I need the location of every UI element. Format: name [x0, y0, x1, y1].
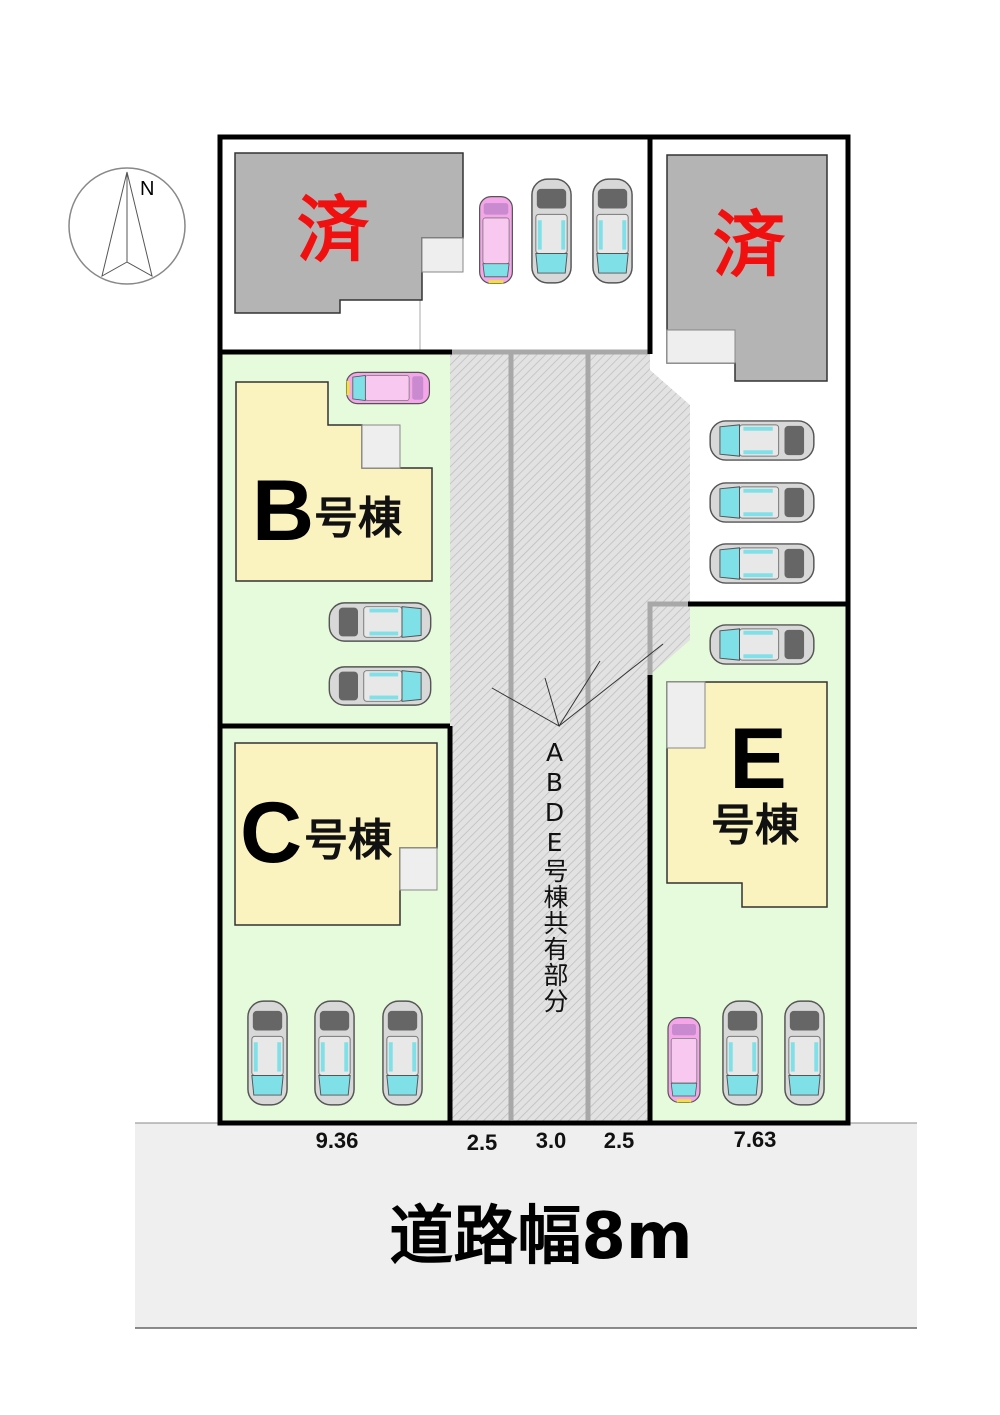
compass-north-label: N: [140, 178, 154, 200]
building-b-letter: B: [252, 463, 314, 559]
building-c-letter: C: [240, 785, 302, 881]
north-compass-icon: N: [68, 167, 186, 285]
car-icon: [328, 602, 432, 642]
dimension-right: 7.63: [734, 1127, 777, 1152]
car-icon: [709, 624, 815, 665]
car-icon: [709, 420, 815, 461]
road-width-label: 道路幅8m: [389, 1200, 692, 1274]
car-icon: [328, 666, 432, 706]
car-icon: [531, 178, 572, 284]
building-e: E 号棟: [666, 681, 828, 908]
building-c: C 号棟: [234, 742, 438, 926]
car-icon: [709, 543, 815, 584]
car-icon: [247, 1000, 288, 1106]
sold-building-right: 済: [666, 154, 828, 382]
sold-building-left: 済: [234, 152, 464, 314]
car-icon: [709, 482, 815, 523]
car-icon: [667, 1016, 701, 1104]
car-icon: [314, 1000, 355, 1106]
dimension-shared-left: 2.5: [467, 1130, 498, 1155]
building-b: B 号棟: [235, 381, 433, 582]
building-e-suffix: 号棟: [711, 800, 800, 851]
dimension-left: 9.36: [316, 1128, 359, 1153]
car-icon: [382, 1000, 423, 1106]
sold-mark: 済: [297, 188, 370, 272]
road: [135, 1123, 917, 1328]
lot-boundaries: [217, 134, 851, 1126]
building-c-suffix: 号棟: [304, 815, 393, 866]
car-icon: [478, 195, 514, 285]
shared-area-label: ABDE号棟共有部分: [540, 738, 569, 1014]
dimension-shared-center: 3.0: [536, 1128, 567, 1153]
building-e-letter: E: [729, 711, 786, 807]
car-icon: [784, 1000, 825, 1106]
car-icon: [345, 371, 431, 405]
building-b-suffix: 号棟: [314, 493, 403, 544]
sold-mark: 済: [713, 203, 786, 287]
dimension-shared-right: 2.5: [604, 1128, 635, 1153]
leader-lines: [491, 643, 664, 728]
car-icon: [722, 1000, 763, 1106]
car-icon: [592, 178, 633, 284]
